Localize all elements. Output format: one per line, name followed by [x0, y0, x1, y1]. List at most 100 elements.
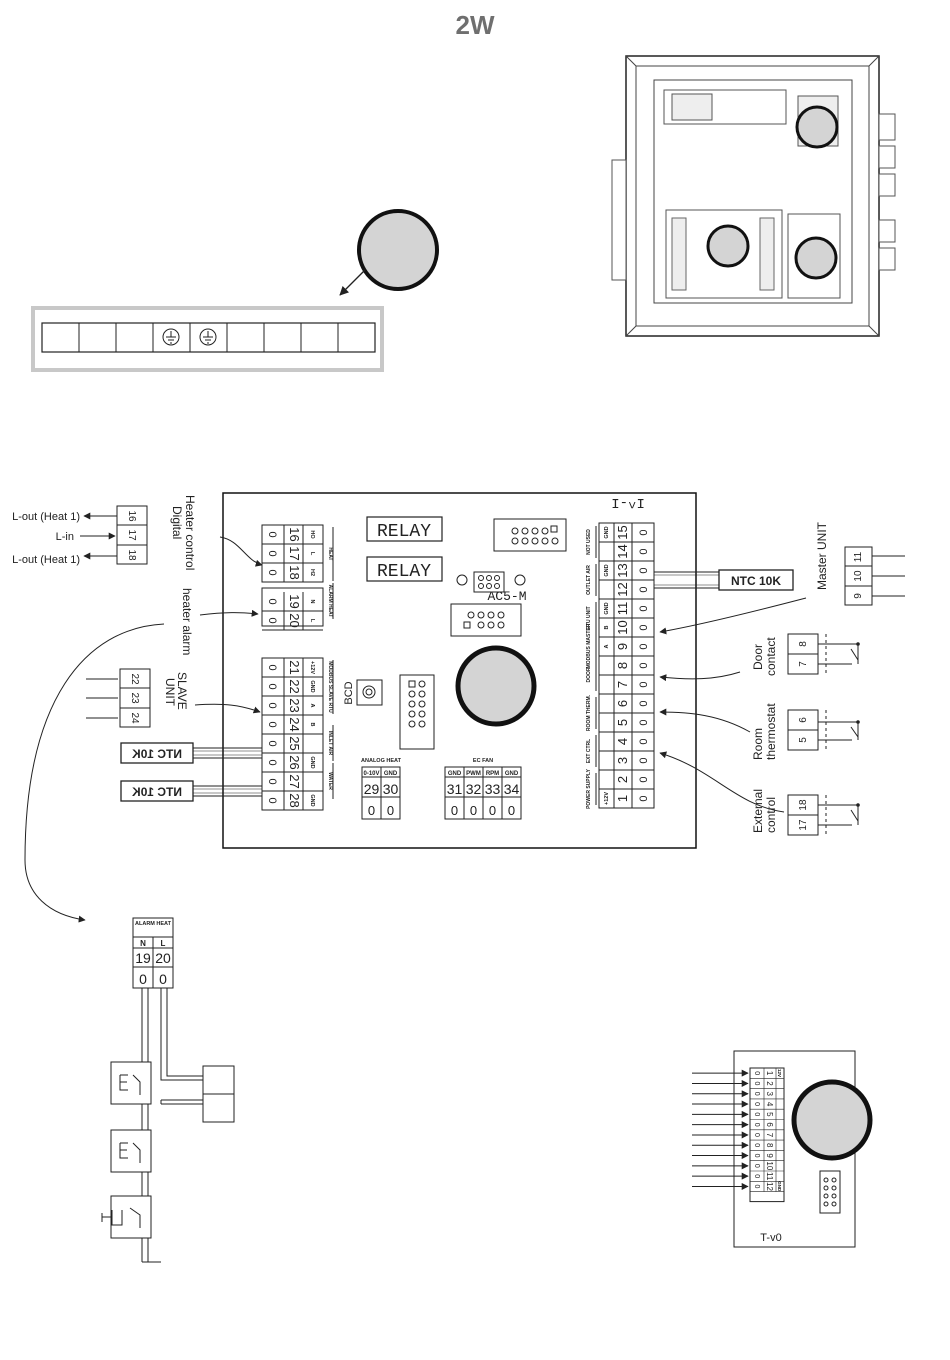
pin-label: A [604, 644, 610, 648]
terminal-contact: 0 [638, 624, 650, 630]
terminal-contact: 0 [638, 529, 650, 535]
group-label: DOOR [586, 667, 592, 682]
master-term-9: 9 [853, 593, 864, 599]
room-term-5: 5 [798, 737, 809, 743]
group-label: EXT CTRL [586, 739, 592, 763]
group-label: ROOM THERM. [586, 694, 592, 731]
tv0-contact: 0 [753, 1081, 760, 1085]
brand-logo: 2W [456, 10, 495, 40]
unit-label: UNIT [163, 678, 177, 707]
terminal-contact: 0 [266, 617, 278, 623]
tv0-contact: 0 [753, 1123, 760, 1127]
master-unit-label: Master UNIT [815, 521, 829, 590]
terminal-4: 4 [615, 738, 630, 745]
terminal-33: 33 [485, 781, 501, 797]
slave-term-24: 24 [129, 712, 140, 724]
relay-2: RELAY [377, 562, 431, 582]
pin-label: HO [309, 530, 315, 539]
pin-label: L [309, 552, 315, 556]
terminal-contact: 0 [266, 740, 278, 746]
group-label: MODBUS SLAVE RTU [327, 661, 333, 713]
terminal-contact: 0 [368, 803, 375, 818]
tv0-contact: 0 [753, 1164, 760, 1168]
master-term-10: 10 [853, 570, 864, 582]
terminal-contact: 0 [508, 803, 515, 818]
terminal-26: 26 [287, 755, 302, 769]
group-label: RTU UNIT [586, 606, 592, 629]
terminal-contact: 0 [266, 759, 278, 765]
slave-term-22: 22 [129, 673, 140, 685]
terminal-contact: 0 [638, 643, 650, 649]
terminal-31: 31 [447, 781, 463, 797]
door-term-8: 8 [798, 641, 809, 647]
earth-icon [162, 328, 180, 346]
callout-circle [706, 224, 750, 268]
callout-circle [455, 645, 537, 727]
group-label: POWER SUPPLY [586, 768, 592, 808]
alarm-heat-detail: ALARM HEAT N L 19 20 0 0 [101, 917, 235, 1263]
tv0-contact: 0 [753, 1174, 760, 1178]
cabinet-drawing [611, 55, 896, 337]
right-connections: 9 10 11 Master UNIT 7 8 Door contact 5 6… [654, 521, 905, 836]
door-term-7: 7 [798, 661, 809, 667]
terminal-contact: 0 [638, 700, 650, 706]
group-label: MODBUS MASTER [586, 623, 592, 668]
door-label-2: contact [764, 637, 778, 676]
terminal-1: 1 [615, 795, 630, 802]
terminal-7: 7 [615, 681, 630, 688]
terminal-2: 2 [615, 776, 630, 783]
terminal-9: 9 [615, 643, 630, 650]
terminal-contact: 0 [266, 550, 278, 556]
heater-control-label: Heater control [183, 495, 197, 570]
heat-term-16: 16 [126, 510, 137, 522]
group-label: INLET AIR [327, 731, 333, 756]
terminal-21: 21 [287, 660, 302, 674]
heat-term-17: 17 [126, 529, 137, 541]
tv0-pin-label: 12V [777, 1069, 782, 1077]
terminal-14: 14 [615, 544, 630, 558]
terminal-contact: 0 [638, 681, 650, 687]
alarm-term-19: 19 [135, 950, 151, 966]
terminal-contact: 0 [266, 778, 278, 784]
controller-board: RELAY RELAY AC5-M BCD [222, 492, 794, 849]
pin-label: H2 [309, 569, 315, 576]
ext-label-2: control [764, 797, 778, 833]
pin-label: RPM [486, 771, 499, 777]
pin-label: GND [604, 564, 610, 576]
pin-label: PWM [466, 771, 481, 777]
ext-term-18: 18 [798, 799, 809, 811]
ntc-inlet: NTC 10K [132, 747, 182, 761]
terminal-25: 25 [287, 736, 302, 750]
pin-label: GND [448, 771, 462, 777]
alarm-title: ALARM HEAT [135, 921, 172, 927]
heat-out1-label: L-out (Heat 1) [12, 511, 80, 523]
tv0-term-9: 9 [765, 1153, 774, 1158]
tv0-term-2: 2 [765, 1081, 774, 1086]
pin-label: GND [604, 526, 610, 538]
terminal-contact: 0 [266, 683, 278, 689]
relay-1: RELAY [377, 522, 431, 542]
earth-icon [199, 328, 217, 346]
ext-term-17: 17 [798, 819, 809, 831]
pin-label: N [309, 600, 315, 604]
terminal-contact: 0 [266, 664, 278, 670]
callout-circle [794, 236, 838, 280]
terminal-20: 20 [287, 613, 302, 627]
terminal-10: 10 [615, 620, 630, 634]
tv0-term-6: 6 [765, 1122, 774, 1127]
ntc-water: NTC 10K [132, 785, 182, 799]
tv0-contact: 0 [753, 1112, 760, 1116]
digital-label: Digital [170, 506, 184, 539]
alarm-pin-n: N [140, 939, 146, 948]
terminal-23: 23 [287, 698, 302, 712]
terminal-contact: 0 [638, 586, 650, 592]
terminal-strip [41, 322, 376, 353]
door-label-1: Door [751, 644, 765, 670]
terminal-12: 12 [615, 582, 630, 596]
alarm-term-20: 20 [155, 950, 171, 966]
tv0-term-11: 11 [765, 1172, 774, 1181]
terminal-contact: 0 [451, 803, 458, 818]
